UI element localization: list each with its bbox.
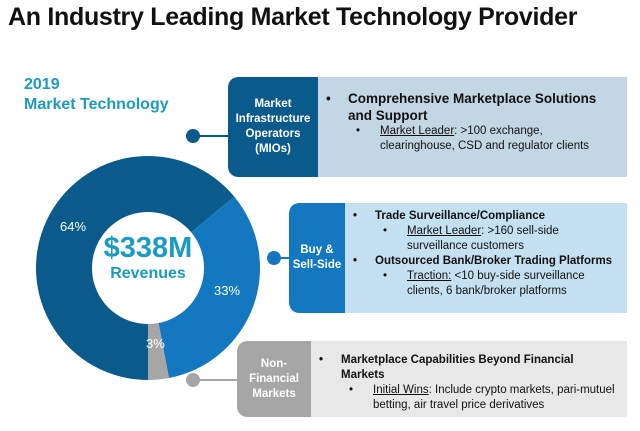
detail-key: Initial Wins	[373, 384, 429, 396]
detail-text: <10 buy-side surveillance clients, 6 ban…	[407, 270, 585, 297]
callout-detail: Traction: <10 buy-side surveillance clie…	[407, 269, 619, 299]
bullet: •	[353, 255, 358, 267]
detail-text: : >100 exchange, clearinghouse, CSD and …	[380, 125, 590, 152]
callout-body: • Comprehensive Marketplace Solutions and…	[318, 77, 627, 177]
subtitle-name: Market Technology	[24, 96, 169, 113]
slice-mio	[36, 156, 235, 380]
chart-subtitle: 2019 Market Technology	[24, 75, 169, 115]
connector-line	[274, 257, 290, 259]
callout-label: Buy & Sell-Side	[289, 203, 345, 313]
connector-dot	[186, 373, 200, 387]
pct-label-nonfin: 3%	[146, 336, 165, 351]
callout-detail: Market Leader: >100 exchange, clearingho…	[380, 124, 619, 154]
bullet: •	[353, 210, 358, 222]
detail-text: : Include crypto markets, pari-mutuel be…	[373, 384, 615, 411]
callout-heading: Trade Surveillance/Compliance	[375, 210, 546, 222]
bullet: •	[356, 125, 361, 137]
callout-mio: Market Infrastructure Operators (MIOs) •…	[228, 77, 627, 177]
slice-buy-sell	[158, 196, 260, 379]
bullet: •	[383, 270, 388, 282]
callout-non-financial: Non-Financial Markets • Marketplace Capab…	[237, 341, 627, 417]
detail-text: : >160 sell-side surveillance customers	[407, 225, 559, 252]
callout-heading: Comprehensive Marketplace Solutions and …	[348, 91, 597, 123]
donut-center: $338M Revenues	[88, 232, 208, 284]
bullet: •	[319, 354, 324, 366]
callout-label: Market Infrastructure Operators (MIOs)	[228, 77, 318, 177]
slice-non-financial	[148, 323, 169, 380]
subtitle-year: 2019	[24, 76, 60, 93]
pct-label-buysell: 33%	[214, 283, 241, 298]
callout-heading: Outsourced Bank/Broker Trading Platforms	[375, 255, 613, 267]
callout-body: • Trade Surveillance/Compliance • Market L…	[345, 203, 627, 313]
connector-dot	[267, 251, 281, 265]
detail-key: Traction:	[407, 270, 452, 282]
detail-key: Market Leader	[407, 225, 482, 237]
callout-detail: Initial Wins: Include crypto markets, pa…	[373, 383, 619, 413]
callout-buy-sell: Buy & Sell-Side • Trade Surveillance/Comp…	[289, 203, 627, 313]
connector-line	[193, 379, 238, 381]
total-revenue: $338M	[103, 232, 193, 264]
bullet: •	[326, 91, 331, 106]
callout-detail: Market Leader: >160 sell-side surveillan…	[407, 224, 619, 254]
callout-heading: Marketplace Capabilities Beyond Financia…	[341, 354, 574, 381]
callout-body: • Marketplace Capabilities Beyond Financi…	[311, 341, 627, 417]
bullet: •	[383, 225, 388, 237]
bullet: •	[349, 384, 354, 396]
pct-label-mio: 64%	[60, 219, 87, 234]
connector-dot	[186, 129, 200, 143]
callout-label: Non-Financial Markets	[237, 341, 311, 417]
page-title: An Industry Leading Market Technology Pr…	[8, 3, 578, 31]
connector-line	[193, 135, 229, 137]
detail-key: Market Leader	[380, 125, 455, 137]
total-revenue-label: Revenues	[110, 265, 186, 282]
